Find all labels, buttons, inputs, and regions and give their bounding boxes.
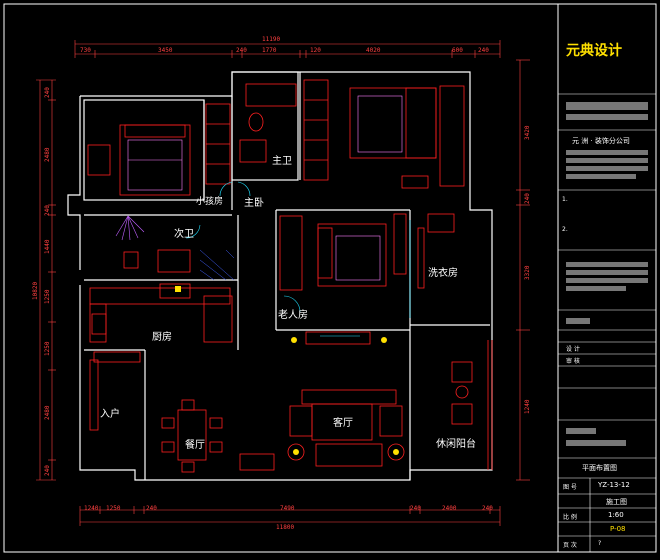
sheet-number: P-08 bbox=[610, 525, 626, 533]
label-entrance: 入户 bbox=[100, 409, 120, 420]
dim-left-2: 240 bbox=[44, 205, 51, 216]
dim-bottom-5: 2400 bbox=[442, 505, 457, 512]
dim-bottom-4: 240 bbox=[410, 505, 421, 512]
label-kitchen: 厨房 bbox=[152, 332, 172, 343]
company-name: 元 洲 · 装饰分公司 bbox=[572, 137, 630, 145]
row-label-review: 审 核 bbox=[566, 358, 580, 365]
label-master-bath: 主卫 bbox=[272, 156, 292, 167]
cyan-accents bbox=[185, 181, 411, 337]
dim-top-7: 240 bbox=[478, 47, 489, 54]
title-block-lines bbox=[558, 93, 656, 552]
drawing-number: YZ-13-12 bbox=[598, 481, 630, 489]
dim-bottom-1: 1250 bbox=[106, 505, 121, 512]
label-living: 客厅 bbox=[333, 418, 353, 429]
label-second-bath: 次卫 bbox=[174, 229, 194, 240]
page-number: ? bbox=[598, 540, 602, 547]
dim-bottom-2: 240 bbox=[146, 505, 157, 512]
dim-top-total: 11190 bbox=[262, 36, 281, 43]
title-block-frame bbox=[557, 3, 657, 553]
right-dimension-lines bbox=[516, 59, 530, 481]
dim-bottom-total: 11800 bbox=[276, 524, 295, 531]
bottom-dimension-lines bbox=[79, 506, 501, 526]
label-laundry: 洗衣房 bbox=[428, 268, 458, 279]
row-label-design: 设 计 bbox=[566, 346, 580, 353]
dim-bottom-3: 7490 bbox=[280, 505, 295, 512]
dim-left-1: 2480 bbox=[44, 147, 51, 162]
hatch-lines bbox=[199, 249, 235, 281]
dim-left-6: 2480 bbox=[44, 405, 51, 420]
dim-top-5: 4020 bbox=[366, 47, 381, 54]
label-elder-room: 老人房 bbox=[278, 310, 308, 321]
dim-top-1: 3450 bbox=[158, 47, 173, 54]
row-label-drawing-no: 图 号 bbox=[563, 484, 577, 491]
furniture bbox=[87, 79, 493, 473]
dim-bottom-6: 240 bbox=[482, 505, 493, 512]
dim-left-total: 10820 bbox=[32, 281, 39, 300]
dim-bottom-0: 1240 bbox=[84, 505, 99, 512]
label-master-bedroom: 主卧 bbox=[244, 198, 264, 209]
bed-details bbox=[127, 95, 403, 281]
shower-spray bbox=[115, 215, 145, 241]
dim-top-4: 120 bbox=[310, 47, 321, 54]
title-block-bars bbox=[566, 102, 648, 446]
dim-top-2: 240 bbox=[236, 47, 247, 54]
dim-top-3: 1770 bbox=[262, 47, 277, 54]
label-dining: 餐厅 bbox=[185, 440, 205, 451]
drawing-stage: 施工图 bbox=[606, 498, 627, 506]
dim-top-6: 600 bbox=[452, 47, 463, 54]
dim-left-4: 1250 bbox=[44, 289, 51, 304]
dim-right-0: 3420 bbox=[524, 125, 531, 140]
dim-right-2: 3320 bbox=[524, 265, 531, 280]
label-kid-room: 小孩房 bbox=[196, 197, 224, 207]
dim-left-3: 1440 bbox=[44, 239, 51, 254]
dim-left-7: 240 bbox=[44, 465, 51, 476]
dim-right-1: 240 bbox=[524, 193, 531, 204]
dim-left-0: 240 bbox=[44, 87, 51, 98]
note-1: 1. bbox=[562, 196, 568, 203]
yellow-marks bbox=[175, 286, 399, 455]
drawing-scale: 1:60 bbox=[608, 511, 624, 519]
left-dimension-lines bbox=[36, 79, 56, 481]
company-logo: 元典设计 bbox=[566, 43, 622, 59]
dim-top-0: 730 bbox=[80, 47, 91, 54]
top-dimension-lines bbox=[74, 40, 501, 58]
note-2: 2. bbox=[562, 226, 568, 233]
row-label-page: 页 次 bbox=[563, 542, 577, 549]
dim-left-5: 1250 bbox=[44, 341, 51, 356]
drawing-title: 平面布置图 bbox=[582, 464, 617, 472]
label-balcony: 休闲阳台 bbox=[436, 439, 476, 450]
dim-right-3: 1240 bbox=[524, 399, 531, 414]
row-label-scale: 比 例 bbox=[563, 514, 577, 521]
